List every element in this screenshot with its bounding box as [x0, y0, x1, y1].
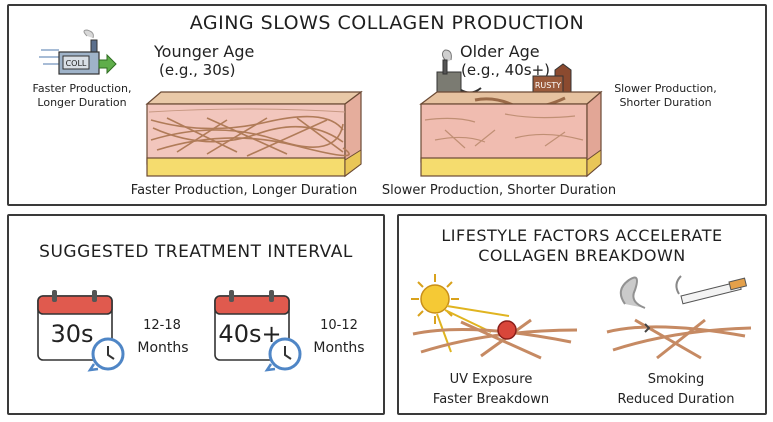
factory-icon: COLL: [39, 29, 117, 75]
panel-title-interval: SUGGESTED TREATMENT INTERVAL: [39, 242, 353, 262]
uv-effect: Faster Breakdown: [432, 392, 550, 407]
panel-title-lifestyle-1: LIFESTYLE FACTORS ACCELERATE: [441, 226, 723, 245]
uv-label: UV Exposure: [449, 372, 533, 387]
old-age-title: Older Age: [460, 42, 540, 61]
young-age-title: Younger Age: [154, 42, 255, 61]
panel-title-aging: AGING SLOWS COLLAGEN PRODUCTION: [189, 12, 585, 34]
treatment-interval-panel: SUGGESTED TREATMENT INTERVAL 30s 12-18 M…: [7, 214, 385, 415]
uv-sun-illustration: [411, 274, 578, 360]
young-caption: Faster Production, Longer Duration: [130, 183, 358, 198]
smoking-label: Smoking: [647, 372, 705, 387]
rusty-label: RUSTY: [535, 81, 561, 90]
interval-30s: 12-18: [143, 318, 181, 333]
interval-40s: 10-12: [320, 318, 358, 333]
calendar-age-40s: 40s+: [218, 320, 282, 348]
lifestyle-factors-panel: LIFESTYLE FACTORS ACCELERATE COLLAGEN BR…: [397, 214, 767, 415]
old-caption: Slower Production, Shorter Duration: [381, 183, 617, 198]
young-skin-block: [145, 90, 363, 178]
aging-collagen-panel: AGING SLOWS COLLAGEN PRODUCTION COLL Fas…: [7, 4, 767, 206]
calendar-icon-40s: [214, 290, 302, 372]
old-side-note: Slower Production, Shorter Duration: [614, 82, 717, 109]
interval-unit-40s: Months: [313, 340, 365, 356]
cigarette-illustration: [606, 275, 752, 360]
calendar-icon-30s: [37, 290, 125, 372]
old-age-sub: (e.g., 40s+): [461, 61, 550, 79]
panel-title-lifestyle-2: COLLAGEN BREAKDOWN: [478, 246, 686, 265]
interval-unit-30s: Months: [137, 340, 189, 356]
calendar-age-30s: 30s: [50, 320, 94, 348]
smoking-effect: Reduced Duration: [617, 392, 735, 407]
young-side-note: Faster Production, Longer Duration: [32, 82, 132, 109]
factory-label: COLL: [66, 59, 87, 68]
young-age-sub: (e.g., 30s): [159, 61, 236, 79]
old-skin-block: RUSTY: [419, 49, 603, 178]
